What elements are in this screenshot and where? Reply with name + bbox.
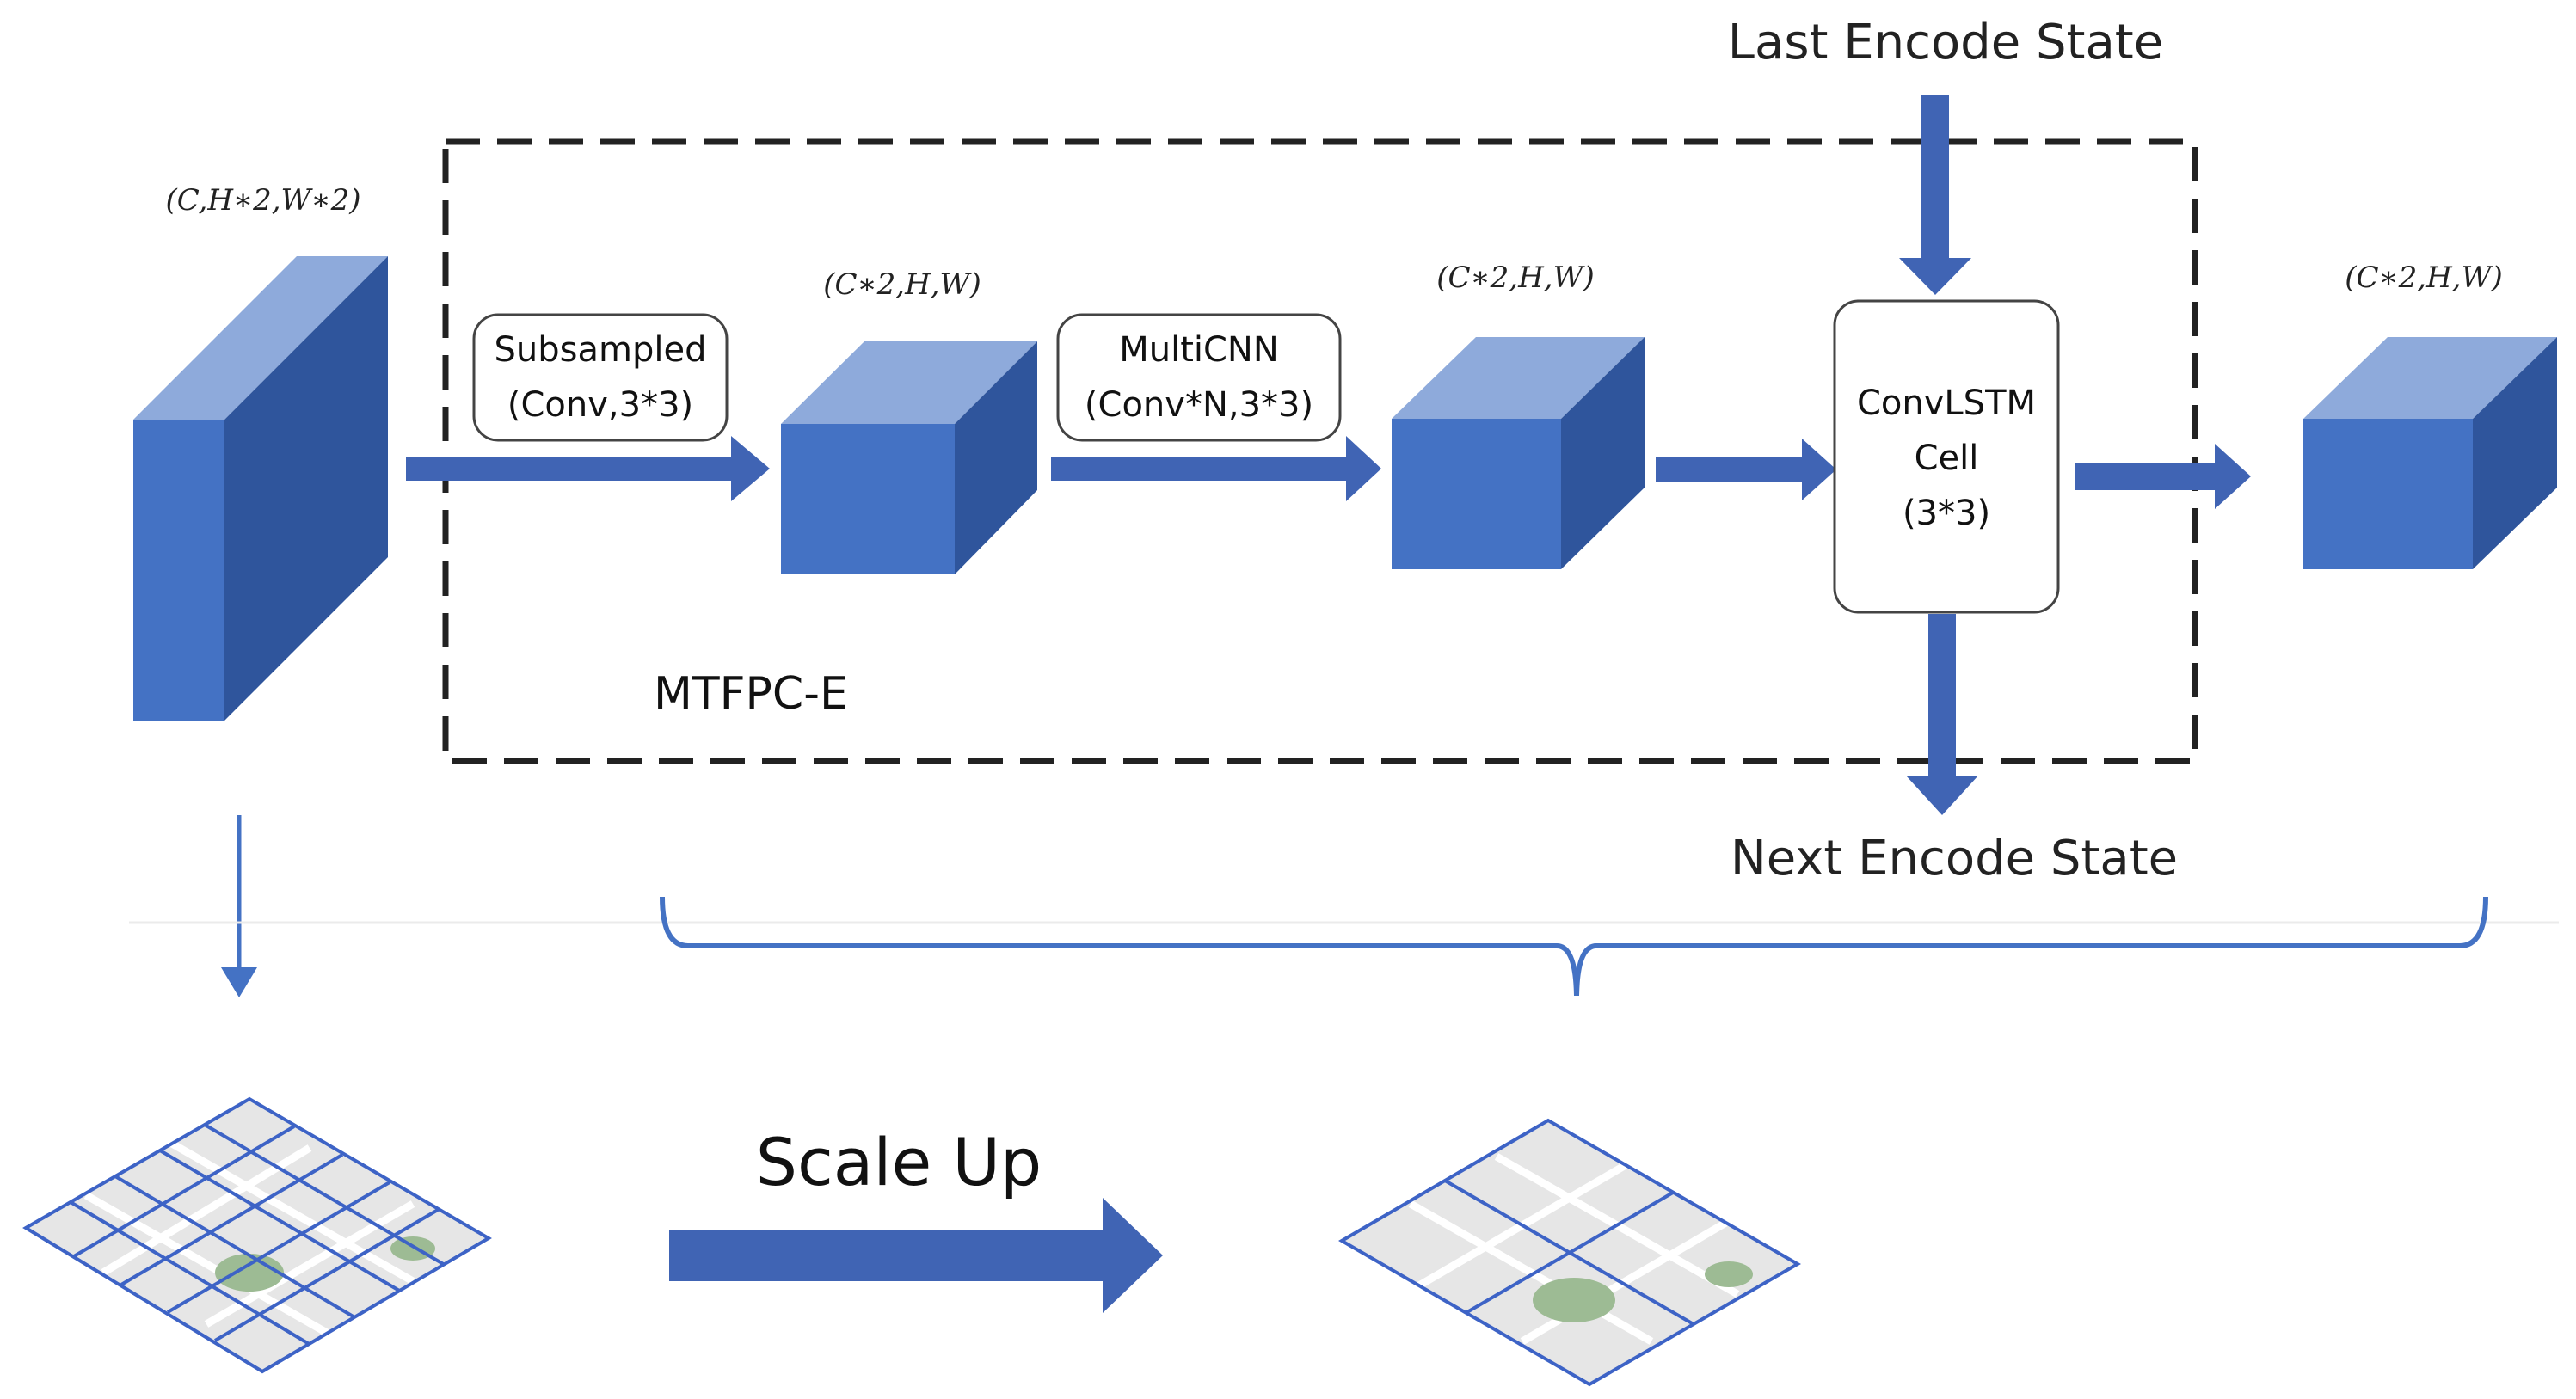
fine-map-grid xyxy=(120,1153,344,1286)
dim-label-multicnn: (C∗2,H,W) xyxy=(1436,261,1595,295)
fine-map-grid xyxy=(72,1125,296,1258)
fine-map-grid xyxy=(114,1175,358,1320)
fine-map-park xyxy=(215,1254,284,1292)
subsampled-label-line2: (Conv,3*3) xyxy=(507,385,693,425)
dim-label-input: (C,H∗2,W∗2) xyxy=(165,183,360,218)
convlstm-cell-box xyxy=(1833,299,2060,614)
fine-map-grid xyxy=(69,1200,312,1347)
multicnn-block-side xyxy=(1561,337,1645,569)
subsampled-feature-block xyxy=(781,341,1037,574)
output-feature-block xyxy=(2303,337,2557,569)
convlstm-label-line3: (3*3) xyxy=(1903,494,1990,533)
fine-map-road xyxy=(101,1144,312,1276)
coarse-map-park xyxy=(1705,1261,1753,1287)
next-encode-state-label: Next Encode State xyxy=(1731,831,2178,887)
fine-map-grid xyxy=(166,1181,391,1314)
fine-map-grid xyxy=(203,1123,446,1267)
fine-map-border xyxy=(22,1096,492,1374)
multicnn-label-line2: (Conv*N,3*3) xyxy=(1085,385,1313,425)
subsampled-label-box xyxy=(472,313,729,442)
arrow-subsampled-to-multicnn xyxy=(1051,436,1381,501)
coarse-map-road xyxy=(1520,1218,1731,1345)
dim-label-output: (C∗2,H,W) xyxy=(2345,261,2503,295)
multicnn-block-front xyxy=(1392,419,1561,569)
output-block-front xyxy=(2303,419,2473,569)
scale-up-arrow xyxy=(669,1198,1163,1313)
input-block-front xyxy=(133,420,224,721)
fine-map-road xyxy=(169,1140,415,1285)
subsampled-block-side xyxy=(955,341,1037,574)
last-encode-state-label: Last Encode State xyxy=(1728,15,2163,71)
multicnn-label-box xyxy=(1056,313,1342,442)
arrow-next-encode-state-down xyxy=(1906,614,1978,815)
coarse-map-grid xyxy=(1464,1191,1675,1315)
dim-label-subsampled: (C∗2,H,W) xyxy=(823,267,981,302)
module-name-label: MTFPC-E xyxy=(654,668,848,720)
fine-map-base xyxy=(26,1099,489,1371)
coarse-map-park xyxy=(1533,1278,1615,1322)
arrow-input-to-subsampled xyxy=(406,436,770,501)
scale-up-label: Scale Up xyxy=(756,1124,1042,1200)
input-block-side xyxy=(224,256,388,721)
multicnn-label-line1: MultiCNN xyxy=(1119,330,1279,370)
convlstm-label-line1: ConvLSTM xyxy=(1857,383,2036,423)
subsampled-block-front xyxy=(781,424,955,574)
subsampled-label-line1: Subsampled xyxy=(495,330,707,370)
grouping-brace xyxy=(660,896,2488,997)
multicnn-block-top xyxy=(1392,337,1645,419)
arrow-multicnn-to-convlstm xyxy=(1656,439,1836,500)
fine-map-grid xyxy=(158,1149,403,1293)
arrow-last-encode-state-down xyxy=(1899,95,1971,295)
input-block-top xyxy=(133,256,388,420)
coarse-map-road xyxy=(1408,1200,1654,1345)
convlstm-label-line2: Cell xyxy=(1915,439,1979,478)
thin-arrow-head xyxy=(221,967,257,997)
output-block-side xyxy=(2473,337,2557,569)
coarse-map-border xyxy=(1338,1118,1802,1387)
output-block-top xyxy=(2303,337,2557,419)
arrow-convlstm-to-output xyxy=(2075,444,2251,509)
input-feature-block xyxy=(133,256,388,721)
coarse-grid-map xyxy=(1338,1118,1802,1387)
multicnn-feature-block xyxy=(1392,337,1645,569)
subsampled-block-top xyxy=(781,341,1037,424)
fine-map-grid xyxy=(213,1208,440,1342)
fine-grid-map xyxy=(22,1096,492,1374)
fine-map-road xyxy=(83,1192,329,1336)
